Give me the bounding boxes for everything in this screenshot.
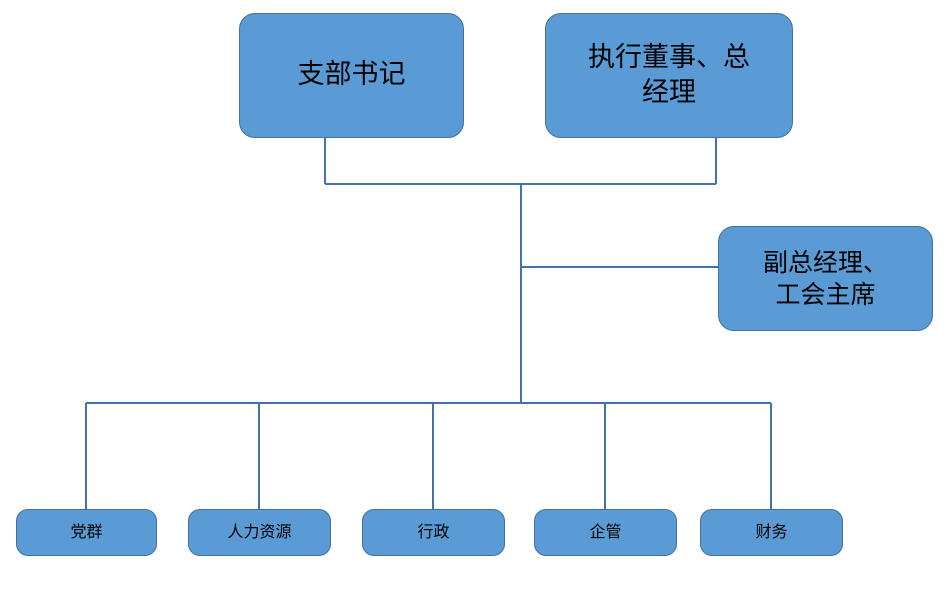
node-party-secretary[interactable]: 支部书记 (239, 13, 464, 138)
node-dept-enterprise-management[interactable]: 企管 (534, 509, 677, 556)
node-dept-human-resources[interactable]: 人力资源 (188, 509, 331, 556)
node-dept-finance[interactable]: 财务 (700, 509, 843, 556)
node-executive-director-general-manager[interactable]: 执行董事、总 经理 (545, 13, 793, 138)
node-dept-party-mass-work[interactable]: 党群 (16, 509, 157, 556)
node-deputy-gm-union-chair[interactable]: 副总经理、 工会主席 (718, 226, 933, 331)
node-dept-administration[interactable]: 行政 (362, 509, 505, 556)
